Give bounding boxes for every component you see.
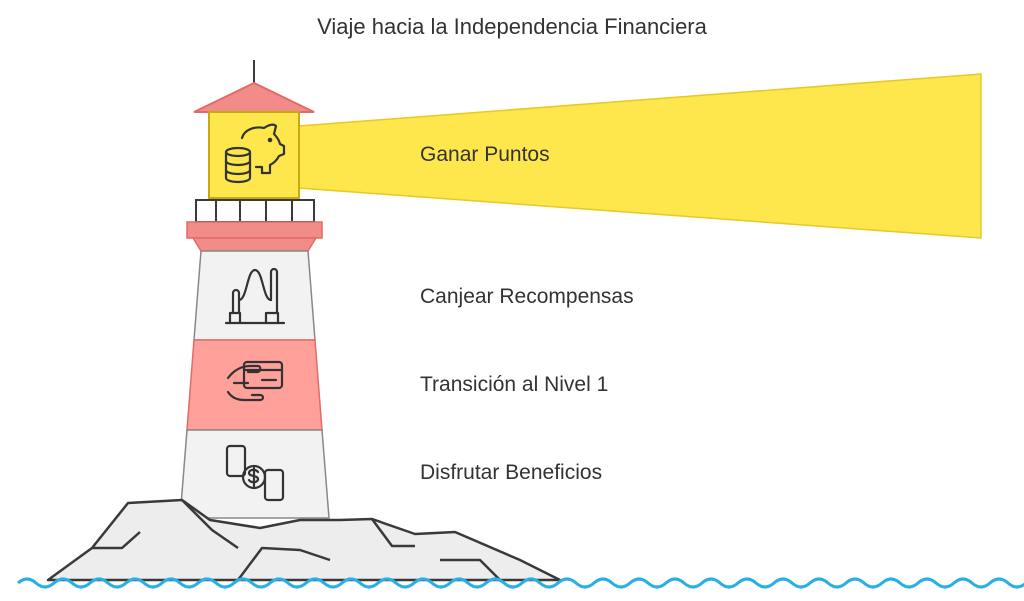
lighthouse-roof [193,81,315,113]
piggy-bank-coins-icon [224,123,286,184]
light-beam [298,73,982,239]
phone-dollar-icon [225,444,285,502]
rocks [46,498,562,582]
step-label-transicion-nivel-1: Transición al Nivel 1 [420,373,609,396]
lantern-room [208,111,300,199]
deck-underside [191,237,318,252]
railing [195,199,315,223]
tower-band-red [186,339,323,431]
pipeline-exchange-icon [224,267,286,325]
diagram-title: Viaje hacia la Independencia Financiera [317,14,707,39]
tower-band-gray-top [193,250,316,341]
step-label-disfrutar-beneficios: Disfrutar Beneficios [420,461,603,484]
step-label-canjear-recompensas: Canjear Recompensas [420,285,634,308]
step-label-ganar-puntos: Ganar Puntos [420,143,550,166]
gallery-deck [186,221,323,239]
hand-card-icon [226,360,284,402]
water-waves [17,577,1024,589]
